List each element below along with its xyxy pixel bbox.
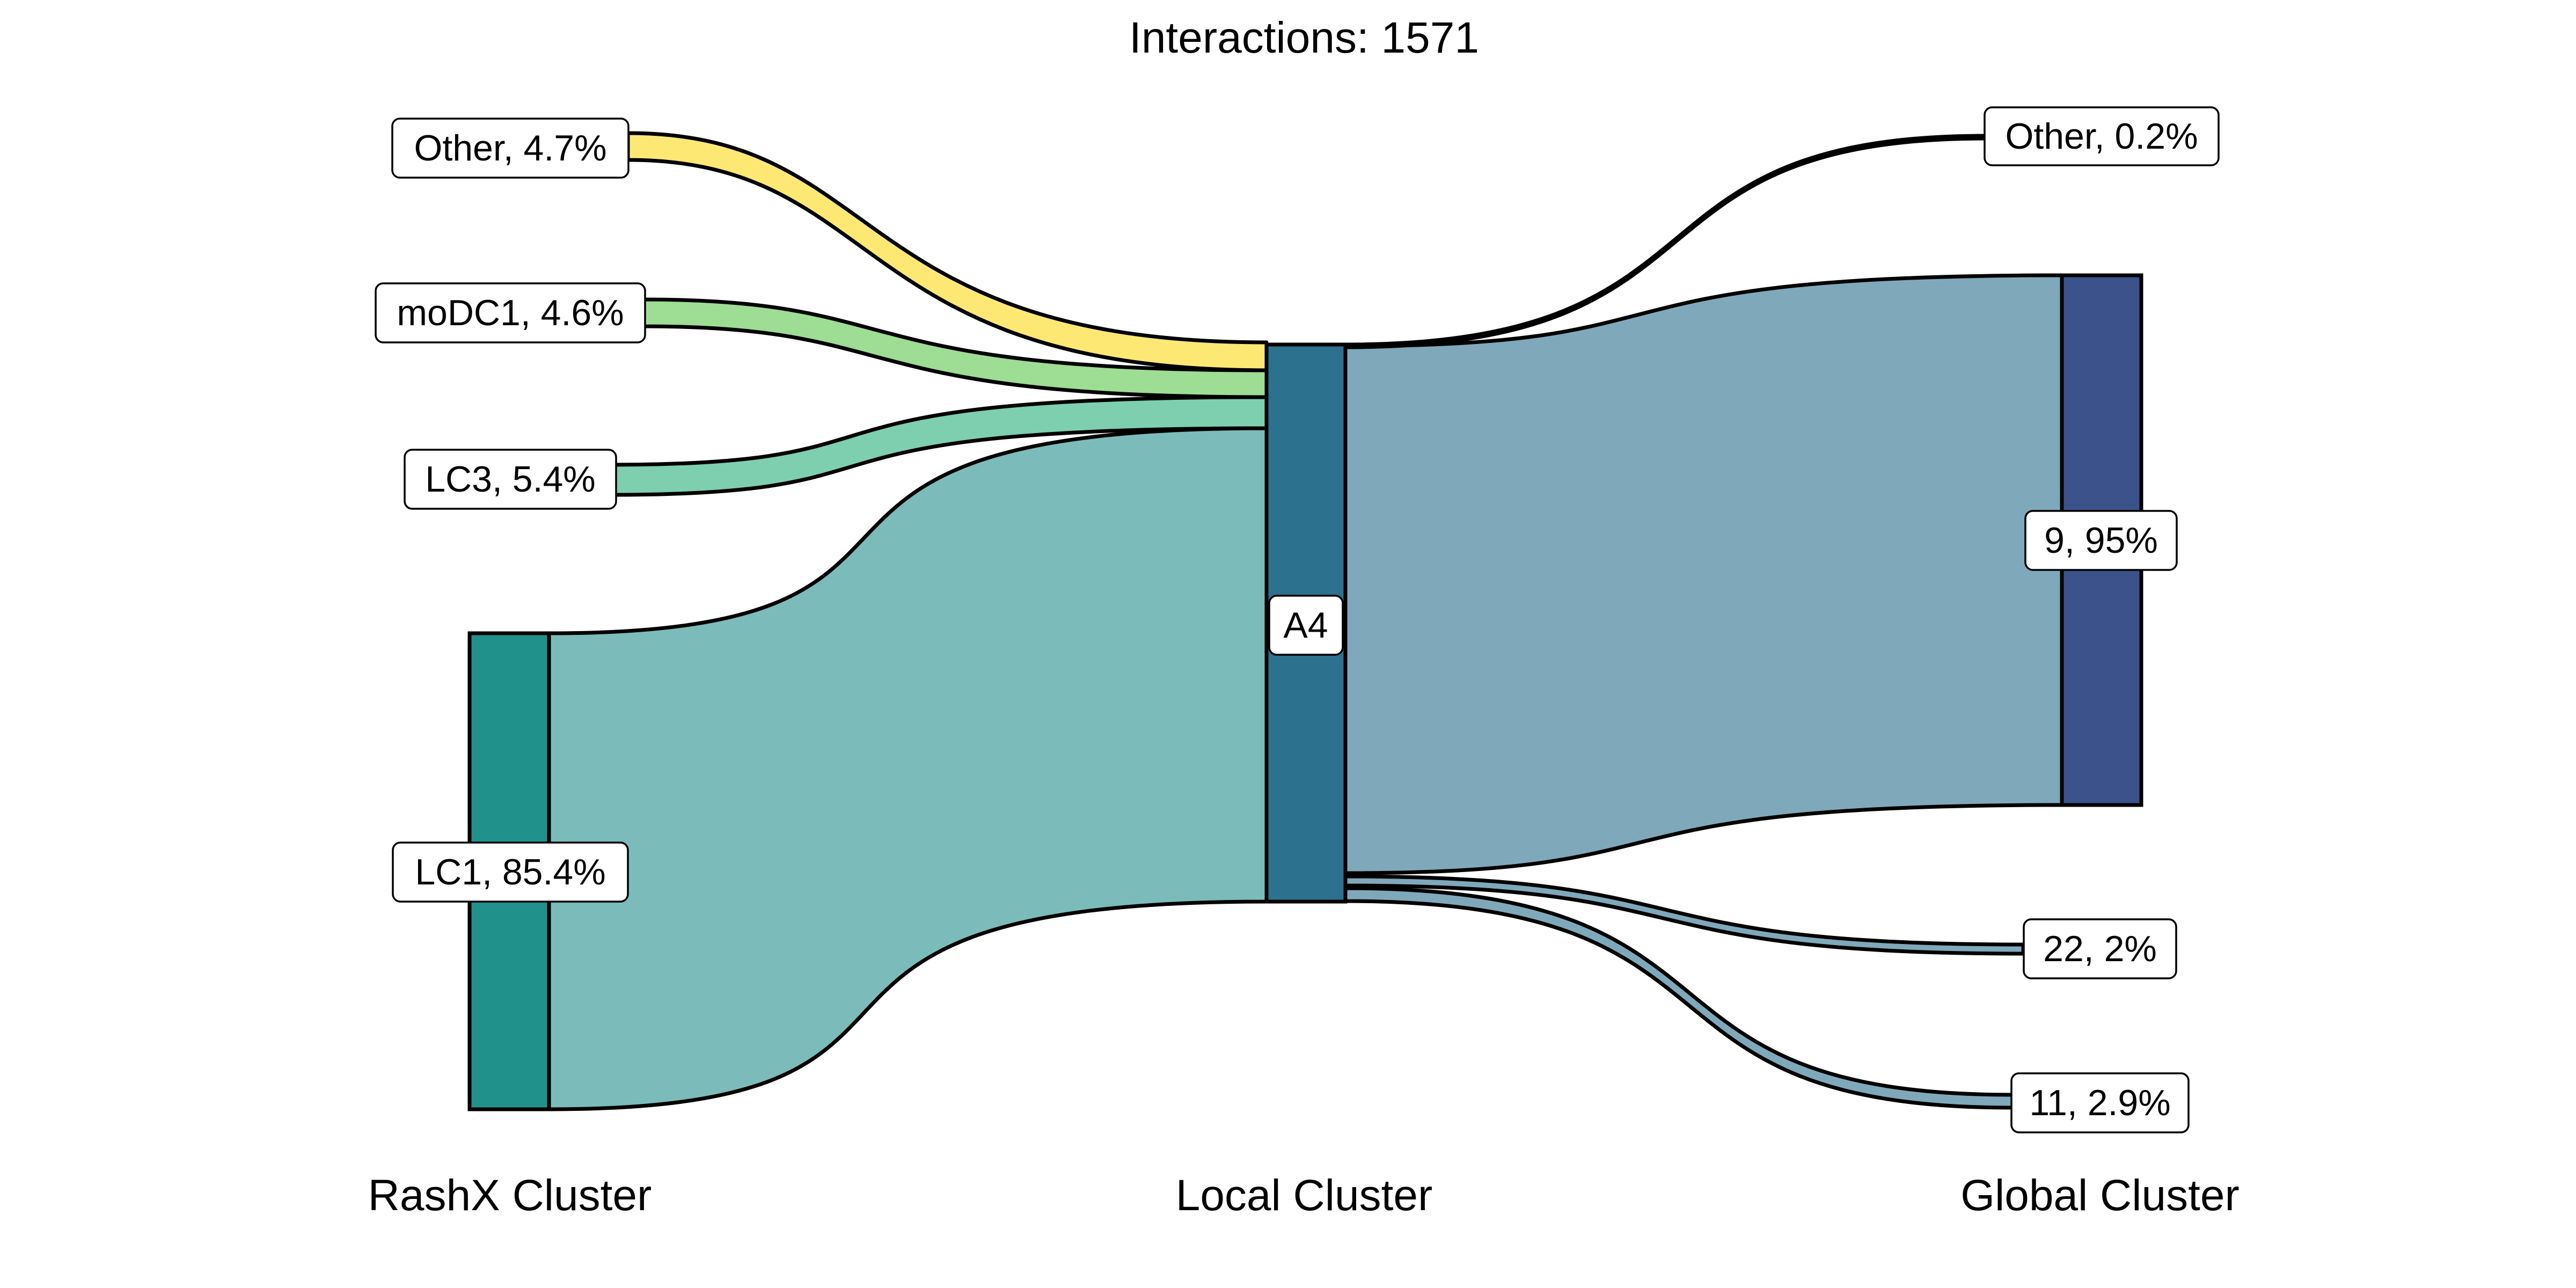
label-left-modc1-text: moDC1, 4.6% [397,292,624,333]
flow-a4-to-22 [1343,874,2025,956]
label-right-22: 22, 2% [2023,918,2177,979]
label-right-other: Other, 0.2% [1984,106,2220,166]
label-left-lc3: LC3, 5.4% [404,449,617,510]
axis-label-left: RashX Cluster [368,1171,652,1220]
flow-other-to-a4 [626,131,1269,372]
label-left-lc3-text: LC3, 5.4% [425,459,596,500]
label-left-lc1: LC1, 85.4% [392,841,629,903]
axis-label-right: Global Cluster [1960,1171,2240,1220]
label-middle-a4: A4 [1268,595,1344,656]
label-right-22-text: 22, 2% [2043,928,2157,969]
label-right-other-text: Other, 0.2% [2005,116,2198,157]
flow-a4-to-9 [1343,273,2064,875]
label-right-11-text: 11, 2.9% [2029,1082,2170,1123]
label-left-other: Other, 4.7% [391,118,630,179]
diagram-title: Interactions: 1571 [1129,13,1479,62]
label-left-modc1: moDC1, 4.6% [375,282,646,343]
label-middle-a4-text: A4 [1283,605,1328,646]
flow-lc1-to-a4 [547,426,1269,1111]
label-left-other-text: Other, 4.7% [414,128,606,169]
label-right-11: 11, 2.9% [2010,1072,2190,1133]
label-left-lc1-text: LC1, 85.4% [415,852,605,892]
axis-label-middle: Local Cluster [1176,1171,1433,1220]
label-right-9: 9, 95% [2024,510,2178,571]
label-right-9-text: 9, 95% [2044,520,2158,561]
